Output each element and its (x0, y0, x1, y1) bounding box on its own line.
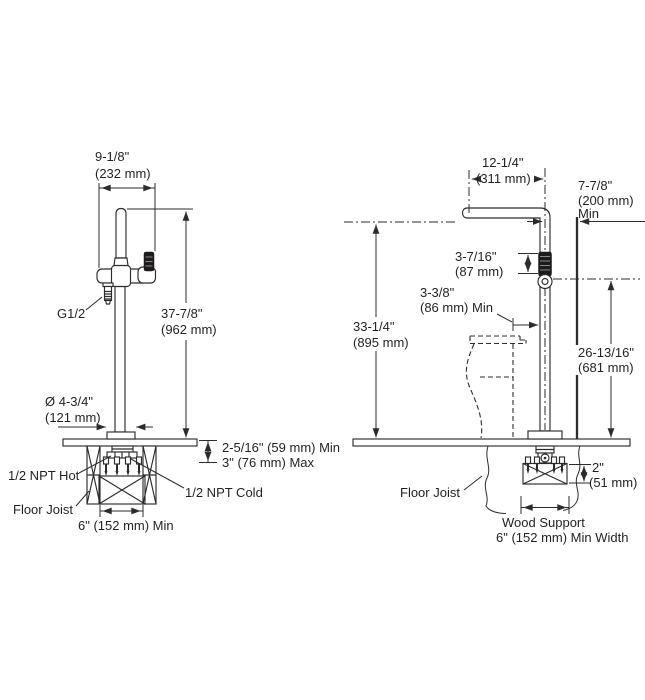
support-thickness-mm-label: (51 mm) (589, 475, 637, 490)
spout-height-in-label: 33-1/4" (353, 319, 395, 334)
center-boss (110, 264, 132, 288)
spout-width-mm-label: (232 mm) (95, 166, 151, 181)
dim-wall-clearance: 7-7/8" (200 mm) Min (527, 178, 645, 225)
handle-height-in-label: 26-13/16" (578, 345, 634, 360)
handle-span-in-label: 3-7/16" (455, 249, 497, 264)
base-flange (527, 430, 563, 440)
label-hot: 1/2 NPT Hot (8, 455, 112, 483)
label-floor-joist-front: Floor Joist (13, 490, 90, 517)
joist-cut-right (562, 445, 581, 511)
floor-section (62, 438, 198, 447)
overall-height-mm-label: (962 mm) (161, 322, 217, 337)
label-cold: 1/2 NPT Cold (130, 458, 263, 500)
tub-clearance-mm-label: (86 mm) Min (420, 300, 493, 315)
spout-and-riser (461, 207, 551, 432)
dim-spout-width: 9-1/8" (232 mm) (95, 149, 156, 268)
spout-reach-in-label: 12-1/4" (482, 155, 524, 170)
dim-spout-height: 33-1/4" (895 mm) (349, 224, 412, 438)
g12-label: G1/2 (57, 306, 85, 321)
mounting-assembly-side (522, 445, 568, 485)
bathtub-outline (465, 335, 527, 439)
dim-spout-reach: 12-1/4" (311 mm) (468, 155, 544, 186)
diverter-handle (143, 251, 155, 272)
dim-handle-span: 3-7/16" (87 mm) (455, 249, 538, 279)
wall-clearance-mm-label: (200 mm) (578, 193, 634, 208)
floor-thickness-min-label: 2-5/16" (59 mm) Min (222, 440, 340, 455)
dim-overall-height: 37-7/8" (962 mm) (127, 208, 221, 438)
base-diameter-mm-label: (121 mm) (45, 410, 101, 425)
handle-span-mm-label: (87 mm) (455, 264, 503, 279)
mounting-assembly (98, 445, 146, 505)
wall-clearance-note-label: Min (578, 206, 599, 221)
spout-width-in-label: 9-1/8" (95, 149, 130, 164)
dim-support-thickness: 2" (51 mm) (569, 460, 637, 490)
overall-height-in-label: 37-7/8" (161, 306, 203, 321)
handle-height-mm-label: (681 mm) (578, 360, 634, 375)
floor-section (352, 438, 631, 447)
dim-floor-thickness: 2-5/16" (59 mm) Min 3" (76 mm) Max (199, 440, 340, 470)
wood-support-label: Wood Support (502, 515, 585, 530)
joist-spacing-label: 6" (152 mm) Min (78, 518, 174, 533)
base-flange (106, 431, 136, 440)
spout-pipe (115, 207, 127, 259)
g12-connector (102, 282, 114, 305)
side-view-diagram: 12-1/4" (311 mm) 7-7/8" (200 mm) Min 3-7… (344, 155, 645, 545)
label-floor-joist-side: Floor Joist (400, 475, 483, 500)
wood-support-width-label: 6" (152 mm) Min Width (496, 530, 628, 545)
diverter-handle-side (537, 251, 553, 290)
dim-base-diameter: Ø 4-3/4" (121 mm) (45, 394, 153, 431)
cold-connection-label: 1/2 NPT Cold (185, 485, 263, 500)
dim-joist-spacing: 6" (152 mm) Min (78, 505, 174, 533)
hot-connection-label: 1/2 NPT Hot (8, 468, 80, 483)
wood-support-block (98, 475, 146, 505)
dim-handle-height: 26-13/16" (681 mm) (575, 281, 645, 438)
front-view-diagram: 9-1/8" (232 mm) 37-7/8" (962 mm) G1/2 Ø … (8, 149, 340, 533)
tub-clearance-in-label: 3-3/8" (420, 285, 455, 300)
spout-height-mm-label: (895 mm) (353, 335, 409, 350)
base-diameter-in-label: Ø 4-3/4" (45, 394, 93, 409)
dim-tub-clearance: 3-3/8" (86 mm) Min (420, 285, 539, 331)
wall-clearance-in-label: 7-7/8" (578, 178, 613, 193)
wood-support-block (522, 462, 568, 485)
floor-joist-label: Floor Joist (13, 502, 73, 517)
floor-joists (86, 445, 157, 505)
dim-wood-support-width: Wood Support 6" (152 mm) Min Width (496, 496, 628, 545)
floor-joist-label: Floor Joist (400, 485, 460, 500)
floor-thickness-max-label: 3" (76 mm) Max (222, 455, 315, 470)
joist-cut-left (484, 445, 507, 514)
spout-reach-mm-label: (311 mm) (476, 171, 531, 186)
faucet-column (114, 282, 126, 433)
supply-bolts (102, 456, 143, 476)
label-g12: G1/2 (57, 296, 103, 321)
support-thickness-in-label: 2" (592, 460, 604, 475)
